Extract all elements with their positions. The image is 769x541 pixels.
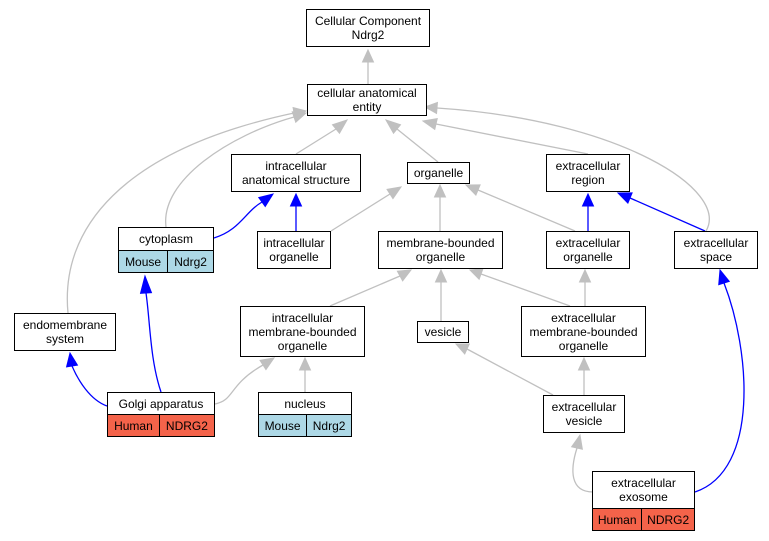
edge-mbo-to-organelle-arrowhead bbox=[433, 183, 447, 198]
node-nucleus[interactable]: nucleus Mouse Ndrg2 bbox=[258, 392, 352, 437]
species-tag: Human bbox=[593, 509, 642, 530]
edge-imbo-to-mbo bbox=[329, 275, 401, 307]
edge-golgi-to-ems bbox=[71, 365, 108, 407]
gene-tag: Ndrg2 bbox=[167, 251, 213, 272]
node-label: membrane-bounded organelle bbox=[386, 236, 495, 264]
edge-organelle-to-cae bbox=[396, 128, 439, 163]
edge-io-to-organelle bbox=[330, 193, 391, 232]
gene-tag: NDRG2 bbox=[158, 415, 215, 436]
node-label: extracellular organelle bbox=[555, 236, 621, 264]
edge-embo-to-mbo bbox=[480, 273, 571, 307]
species-tag: Mouse bbox=[259, 415, 307, 436]
edge-golgi-to-ems-arrowhead bbox=[65, 351, 79, 368]
node-label: cellular anatomical entity bbox=[317, 86, 417, 114]
edge-ecr-to-cae-arrowhead bbox=[421, 118, 438, 131]
node-label: endomembrane system bbox=[22, 318, 108, 346]
node-label: intracellular organelle bbox=[263, 236, 325, 264]
node-intracellular-membrane-bounded-organelle[interactable]: intracellular membrane-bounded organelle bbox=[240, 306, 365, 357]
edge-cytoplasm-to-ias bbox=[213, 201, 263, 239]
edge-io-to-ias-arrowhead bbox=[289, 192, 303, 207]
gene-tag: NDRG2 bbox=[641, 509, 695, 530]
node-organelle[interactable]: organelle bbox=[407, 162, 470, 184]
edge-exo-to-ecv bbox=[572, 447, 594, 493]
edge-exo-to-ecs bbox=[694, 282, 745, 493]
node-label: extracellular region bbox=[555, 159, 621, 187]
edge-exo-to-ecs-arrowhead bbox=[718, 268, 731, 286]
edge-ias-to-cae-arrowhead bbox=[331, 119, 349, 135]
species-tag-row: Mouse Ndrg2 bbox=[259, 414, 351, 436]
edge-cytoplasm-to-cae bbox=[165, 116, 295, 228]
edge-ecs-to-ecr bbox=[629, 197, 706, 232]
edge-golgi-to-cytoplasm-arrowhead bbox=[139, 274, 153, 294]
species-tag-row: Human NDRG2 bbox=[593, 508, 695, 530]
edge-io-to-organelle-arrowhead bbox=[386, 186, 403, 200]
node-extracellular-membrane-bounded-organelle[interactable]: extracellular membrane-bounded organelle bbox=[521, 306, 646, 357]
node-label: extracellular vesicle bbox=[551, 400, 617, 428]
species-tag-row: Mouse Ndrg2 bbox=[119, 250, 213, 272]
node-cellular-anatomical-entity[interactable]: cellular anatomical entity bbox=[307, 84, 427, 116]
species-tag: Mouse bbox=[119, 251, 168, 272]
edge-cytoplasm-to-ias-arrowhead bbox=[257, 193, 275, 208]
species-tag: Human bbox=[108, 415, 159, 436]
edge-exo-to-ecv-arrowhead bbox=[570, 433, 583, 450]
edge-ecr-to-cae bbox=[435, 123, 589, 155]
edge-ecv-to-vesicle-arrowhead bbox=[454, 343, 471, 355]
node-label: intracellular anatomical structure bbox=[241, 159, 351, 187]
edge-ecv-to-vesicle bbox=[466, 348, 554, 396]
node-endomembrane-system[interactable]: endomembrane system bbox=[14, 313, 116, 351]
edge-eco-to-organelle-arrowhead bbox=[464, 184, 481, 196]
node-label: Golgi apparatus bbox=[118, 396, 204, 411]
species-tag-row: Human NDRG2 bbox=[108, 414, 215, 436]
edge-imbo-to-mbo-arrowhead bbox=[396, 269, 413, 282]
node-label: extracellular space bbox=[683, 236, 749, 264]
node-golgi-apparatus[interactable]: Golgi apparatus Human NDRG2 bbox=[107, 392, 215, 437]
node-label: extracellular membrane-bounded organelle bbox=[529, 310, 638, 353]
node-label: nucleus bbox=[284, 396, 326, 411]
node-label: extracellular exosome bbox=[611, 476, 676, 504]
edge-ems-to-cae bbox=[66, 112, 295, 314]
edge-embo-to-eco-arrowhead bbox=[578, 268, 592, 283]
gene-tag: Ndrg2 bbox=[306, 415, 351, 436]
edge-vesicle-to-mbo-arrowhead bbox=[434, 268, 448, 283]
edge-eco-to-organelle bbox=[477, 189, 576, 232]
node-extracellular-organelle[interactable]: extracellular organelle bbox=[546, 231, 630, 269]
edge-golgi-to-cytoplasm bbox=[145, 292, 162, 393]
edge-embo-to-mbo-arrowhead bbox=[468, 268, 484, 281]
node-extracellular-region[interactable]: extracellular region bbox=[546, 154, 630, 192]
edge-ias-to-cae bbox=[295, 128, 337, 155]
node-label: organelle bbox=[413, 166, 464, 180]
edge-golgi-to-imbo bbox=[214, 364, 264, 405]
edge-ecs-to-cae-arrowhead bbox=[423, 101, 439, 115]
edge-nucleus-to-imbo-arrowhead bbox=[298, 356, 312, 371]
node-extracellular-exosome[interactable]: extracellular exosome Human NDRG2 bbox=[592, 471, 695, 531]
node-cytoplasm[interactable]: cytoplasm Mouse Ndrg2 bbox=[118, 227, 214, 273]
edge-ecs-to-cae bbox=[436, 107, 710, 232]
node-extracellular-vesicle[interactable]: extracellular vesicle bbox=[543, 395, 625, 433]
edge-golgi-to-imbo-arrowhead bbox=[259, 357, 276, 371]
node-intracellular-anatomical-structure[interactable]: intracellular anatomical structure bbox=[231, 154, 361, 192]
edge-eco-to-ecr-arrowhead bbox=[581, 192, 595, 207]
node-intracellular-organelle[interactable]: intracellular organelle bbox=[257, 231, 331, 269]
node-label: cytoplasm bbox=[138, 232, 194, 246]
edge-organelle-to-cae-arrowhead bbox=[384, 119, 402, 135]
node-extracellular-space[interactable]: extracellular space bbox=[674, 231, 758, 269]
edge-cae-to-cc-arrowhead bbox=[361, 48, 375, 63]
node-label: Cellular Component Ndrg2 bbox=[314, 14, 422, 42]
node-cellular-component[interactable]: Cellular Component Ndrg2 bbox=[306, 9, 430, 47]
node-membrane-bounded-organelle[interactable]: membrane-bounded organelle bbox=[378, 231, 503, 269]
edge-ecv-to-embo-arrowhead bbox=[577, 356, 591, 371]
node-label: vesicle bbox=[424, 325, 462, 339]
node-label: intracellular membrane-bounded organelle bbox=[248, 310, 357, 353]
edge-ems-to-cae-arrowhead bbox=[292, 106, 308, 120]
edge-ecs-to-ecr-arrowhead bbox=[616, 192, 633, 204]
node-vesicle[interactable]: vesicle bbox=[417, 321, 469, 343]
